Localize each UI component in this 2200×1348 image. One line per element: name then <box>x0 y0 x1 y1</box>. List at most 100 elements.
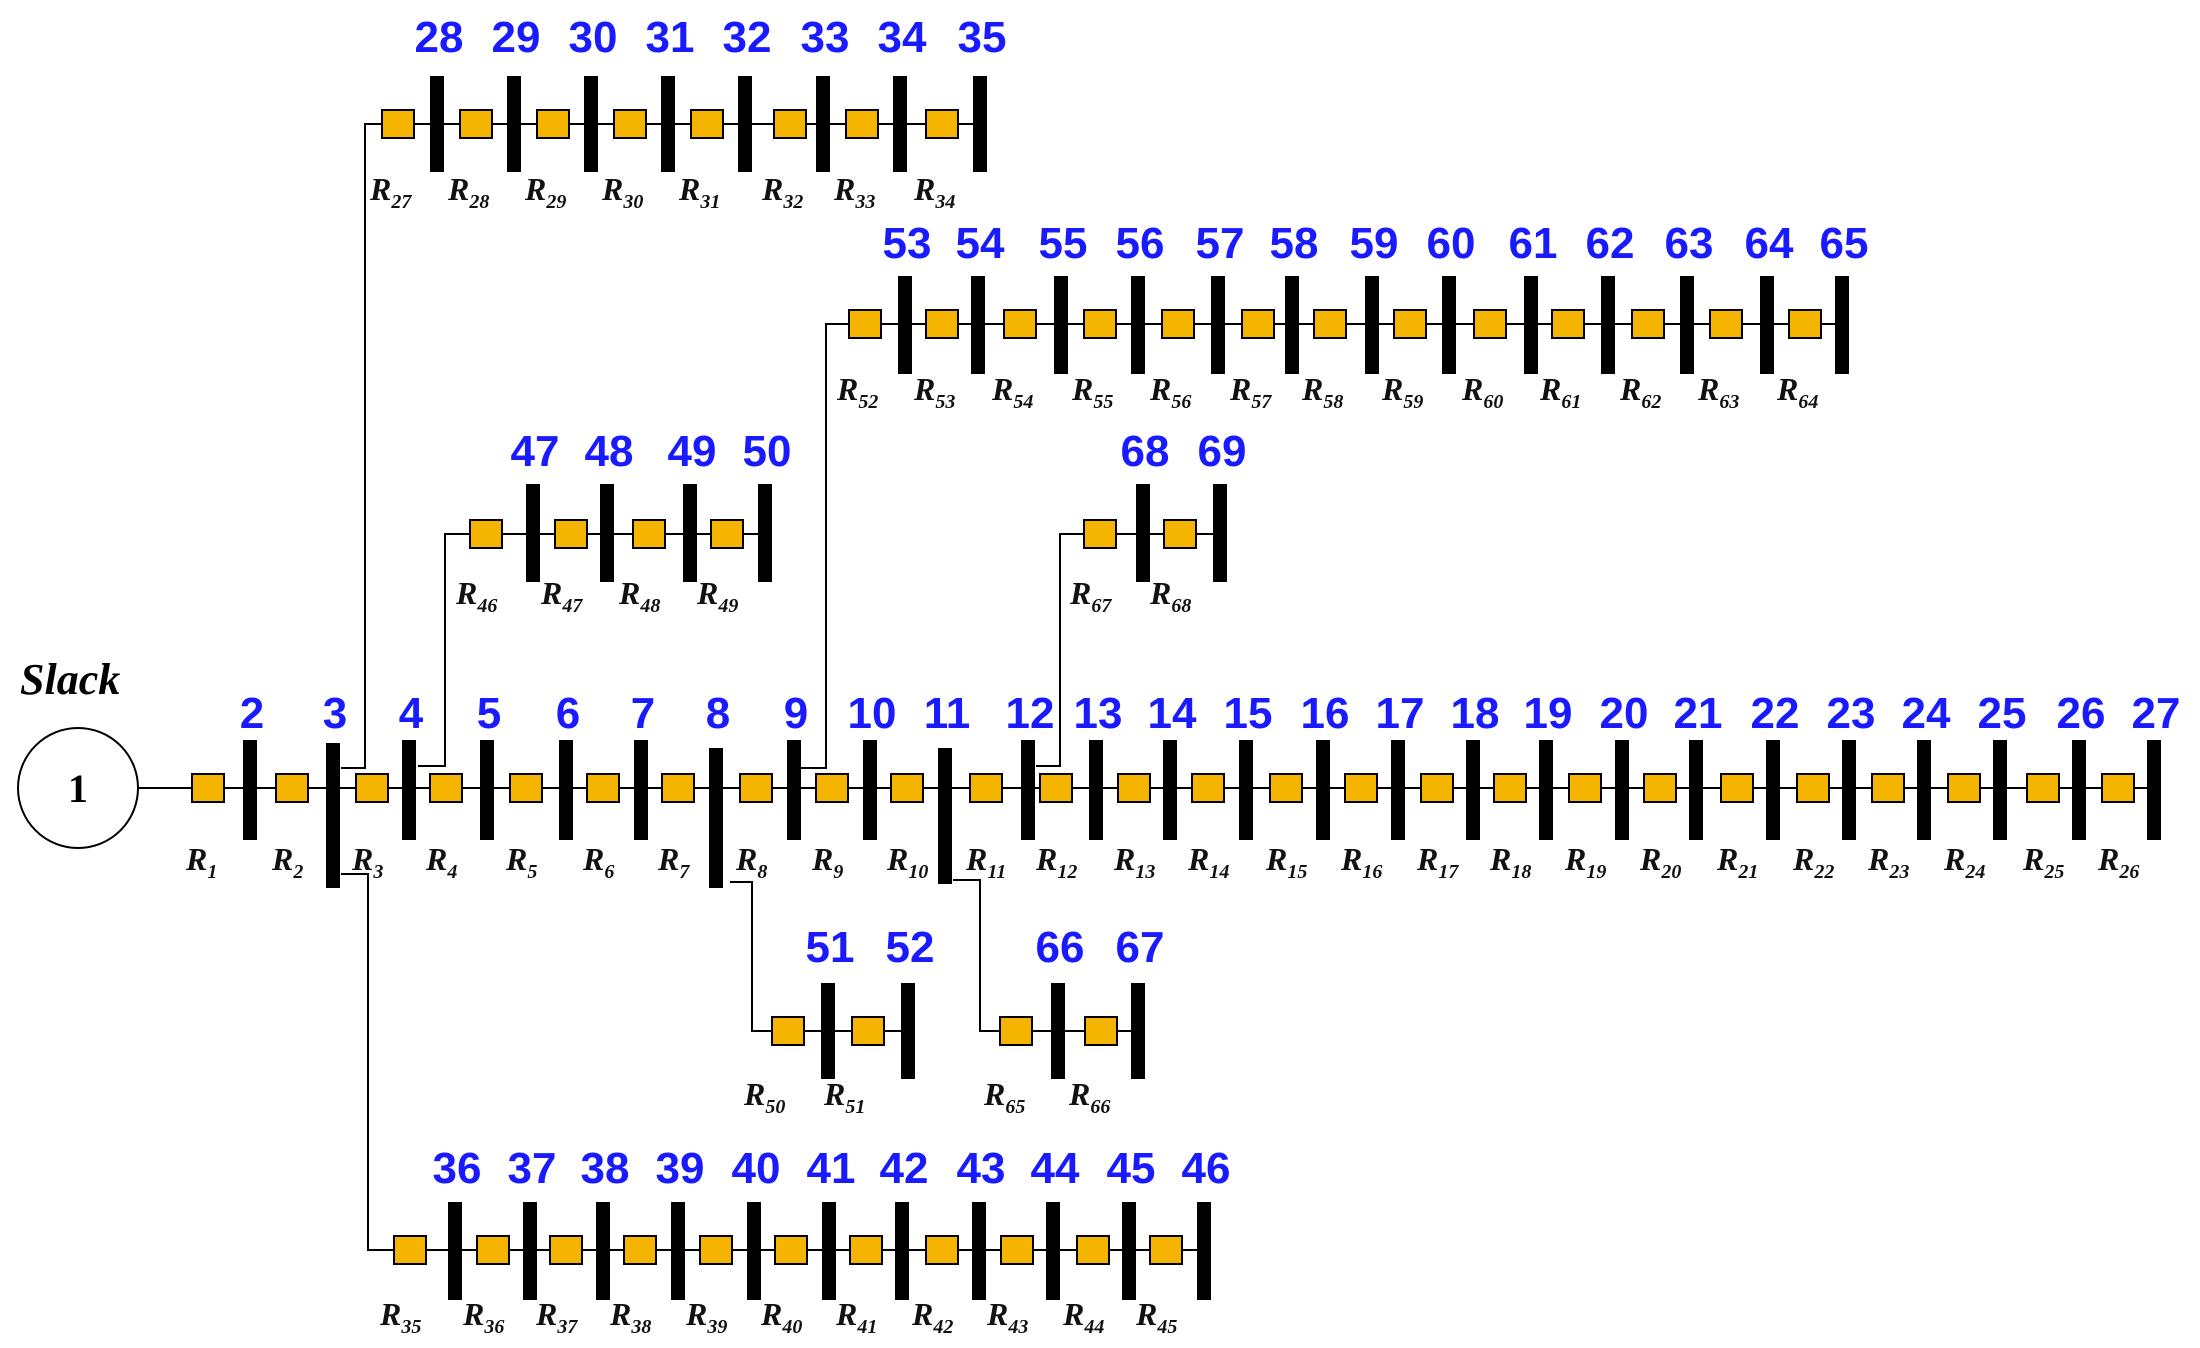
relay-label-R30: R30 <box>601 171 643 213</box>
bus-number-15: 15 <box>1224 689 1273 738</box>
relay-R33 <box>845 109 879 139</box>
slack-source: 1 Slack <box>17 655 139 849</box>
bus-bar-28 <box>430 76 444 172</box>
relay-label-R68: R68 <box>1149 575 1191 617</box>
feeder-link-11-66 <box>953 879 1016 1032</box>
relay-label-R6: R6 <box>582 841 614 883</box>
bus-number-48: 48 <box>585 427 634 476</box>
bus-number-50: 50 <box>743 427 792 476</box>
relay-R22 <box>1796 773 1830 803</box>
relay-R56 <box>1161 309 1195 339</box>
bus-number-64: 64 <box>1745 219 1794 268</box>
bus-number-9: 9 <box>784 689 808 738</box>
relay-R17 <box>1420 773 1454 803</box>
bus-number-66: 66 <box>1036 923 1085 972</box>
relay-label-R63: R63 <box>1697 371 1739 413</box>
relay-label-R67: R67 <box>1069 575 1112 617</box>
relay-label-R7: R7 <box>657 841 690 883</box>
relay-R15 <box>1269 773 1303 803</box>
bus-bar-65 <box>1835 276 1849 374</box>
relay-R6 <box>586 773 620 803</box>
relay-label-R22: R22 <box>1792 841 1834 883</box>
slack-label: Slack <box>20 655 120 704</box>
bus-bar-15 <box>1239 740 1253 840</box>
bus-bar-34 <box>893 76 907 172</box>
feeder-link-8-51 <box>730 881 788 1032</box>
relay-label-R37: R37 <box>535 1296 578 1338</box>
relay-R27 <box>381 109 415 139</box>
bus-number-28: 28 <box>415 13 464 62</box>
feeder-lines <box>138 123 2154 1251</box>
relay-R19 <box>1568 773 1602 803</box>
bus-bar-21 <box>1689 740 1703 840</box>
relay-R67 <box>1083 519 1117 549</box>
bus-bar-49 <box>683 484 697 582</box>
relay-R59 <box>1393 309 1427 339</box>
relay-R39 <box>699 1235 733 1265</box>
relay-R38 <box>623 1235 657 1265</box>
relay-R20 <box>1643 773 1677 803</box>
bus-bar-41 <box>822 1202 836 1300</box>
bus-bars <box>243 76 2161 1300</box>
bus-number-24: 24 <box>1902 689 1951 738</box>
bus-number-23: 23 <box>1827 689 1876 738</box>
relay-R50 <box>771 1016 805 1046</box>
bus-bar-24 <box>1917 740 1931 840</box>
relay-label-R1: R1 <box>185 841 217 883</box>
feeder-link-3-36 <box>341 873 410 1251</box>
bus-bar-4 <box>402 740 416 840</box>
relay-label-R45: R45 <box>1135 1296 1177 1338</box>
bus-bar-2 <box>243 740 257 840</box>
bus-bar-62 <box>1601 276 1615 374</box>
bus-number-7: 7 <box>631 689 655 738</box>
bus-number-8: 8 <box>706 689 730 738</box>
relay-R5 <box>509 773 543 803</box>
bus-number-51: 51 <box>806 923 855 972</box>
relay-R10 <box>890 773 924 803</box>
bus-number-31: 31 <box>646 13 695 62</box>
slack-generator-circle <box>17 727 139 849</box>
bus-number-53: 53 <box>883 219 932 268</box>
bus-number-32: 32 <box>723 13 772 62</box>
bus-bar-25 <box>1993 740 2007 840</box>
bus-number-16: 16 <box>1301 689 1350 738</box>
relay-R63 <box>1709 309 1743 339</box>
relay-label-R29: R29 <box>524 171 566 213</box>
relay-label-R44: R44 <box>1062 1296 1104 1338</box>
relay-R1 <box>191 773 225 803</box>
bus-bar-12 <box>1021 740 1035 840</box>
relay-label-R21: R21 <box>1716 841 1758 883</box>
bus-bar-36 <box>448 1202 462 1300</box>
bus-number-57: 57 <box>1196 219 1245 268</box>
bus-bar-6 <box>559 740 573 840</box>
bus-bar-20 <box>1615 740 1629 840</box>
relay-R16 <box>1344 773 1378 803</box>
bus-number-17: 17 <box>1376 689 1425 738</box>
feeder-link-9-53 <box>800 323 863 769</box>
bus-number-26: 26 <box>2057 689 2106 738</box>
relay-R9 <box>815 773 849 803</box>
relay-label-R3: R3 <box>351 841 383 883</box>
bus-number-58: 58 <box>1270 219 1319 268</box>
bus-number-37: 37 <box>508 1144 557 1193</box>
bus-bar-7 <box>634 740 648 840</box>
bus-bar-64 <box>1760 276 1774 374</box>
relay-R7 <box>661 773 695 803</box>
relay-label-R50: R50 <box>743 1076 785 1118</box>
bus-bar-31 <box>661 76 675 172</box>
bus-bar-35 <box>973 76 987 172</box>
relay-R43 <box>1000 1235 1034 1265</box>
relay-R14 <box>1191 773 1225 803</box>
relay-label-R14: R14 <box>1187 841 1229 883</box>
relay-label-R36: R36 <box>462 1296 504 1338</box>
relay-R36 <box>476 1235 510 1265</box>
bus-bar-47 <box>526 484 540 582</box>
relay-label-R33: R33 <box>833 171 875 213</box>
bus-number-2: 2 <box>240 689 264 738</box>
relay-label-R9: R9 <box>811 841 843 883</box>
bus-bar-8 <box>709 748 723 888</box>
feeder-link-12-68 <box>1036 533 1100 767</box>
bus-bar-19 <box>1539 740 1553 840</box>
bus-bar-69 <box>1213 484 1227 582</box>
relay-R68 <box>1163 519 1197 549</box>
